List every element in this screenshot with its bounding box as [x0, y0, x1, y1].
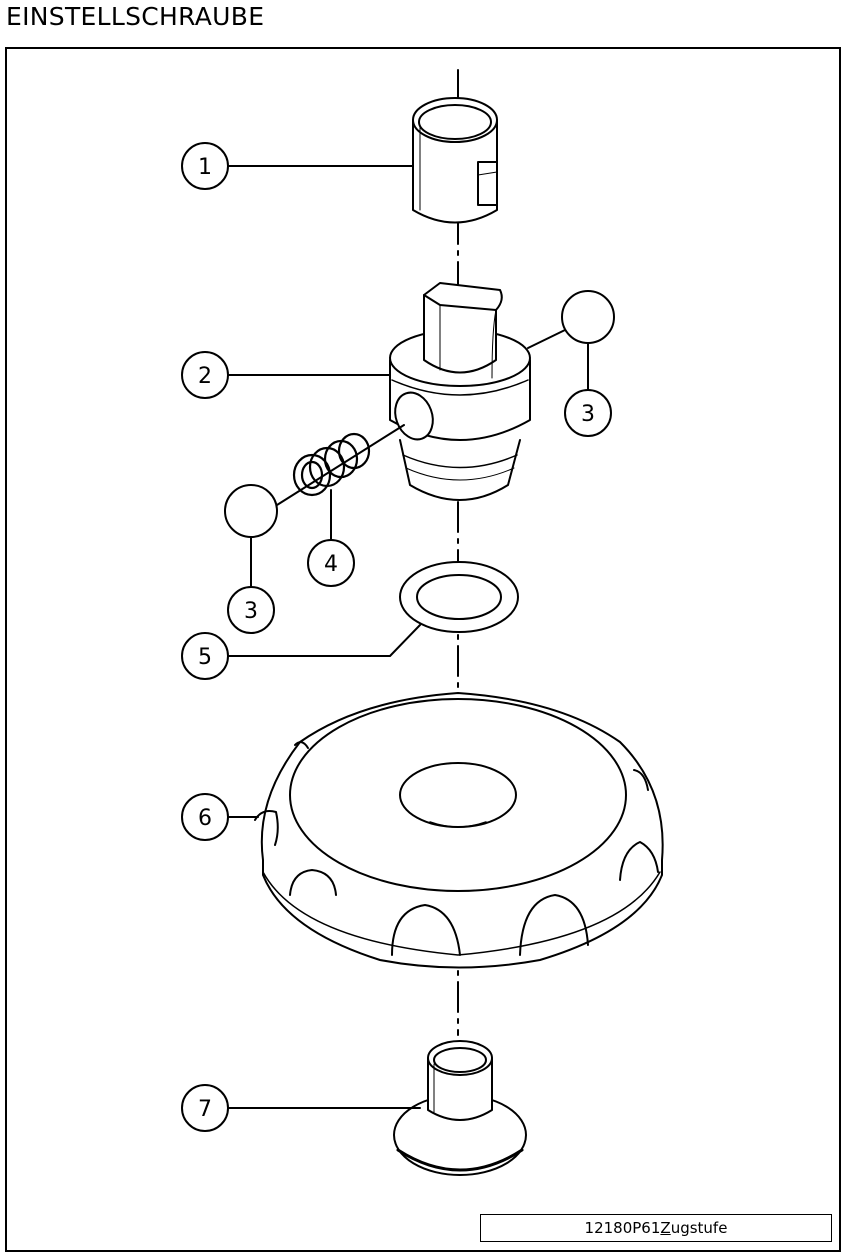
page-title: EINSTELLSCHRAUBE — [6, 2, 265, 31]
leader-5 — [228, 624, 421, 657]
svg-text:6: 6 — [198, 806, 212, 831]
svg-text:4: 4 — [324, 552, 338, 577]
leader-lines — [228, 165, 589, 1109]
part-4-spring — [292, 432, 371, 497]
reference-prefix: 12180P61 — [584, 1219, 661, 1237]
callout-5: 5 — [181, 632, 229, 680]
callout-3-upper: 3 — [564, 389, 612, 437]
leader-ball-to-hole — [276, 424, 405, 506]
part-3-ball-upper — [561, 290, 615, 344]
part-7-screw — [393, 1040, 527, 1176]
drawing-reference-box: 12180P61Zugstufe — [480, 1214, 832, 1242]
callout-7: 7 — [181, 1084, 229, 1132]
svg-text:7: 7 — [198, 1097, 212, 1122]
callout-3-lower: 3 — [227, 586, 275, 634]
callout-2: 2 — [181, 351, 229, 399]
callout-1: 1 — [181, 142, 229, 190]
svg-text:3: 3 — [244, 599, 258, 624]
reference-underlined-letter: Z — [660, 1219, 671, 1237]
part-6-knob — [254, 692, 664, 969]
part-2-valve-body — [389, 282, 531, 501]
part-3-ball-lower — [224, 484, 278, 538]
part-5-o-ring — [399, 561, 519, 633]
reference-suffix: ugstufe — [670, 1219, 728, 1237]
part-1-cap — [412, 97, 498, 224]
svg-text:1: 1 — [198, 155, 212, 180]
callout-4: 4 — [307, 539, 355, 587]
svg-text:3: 3 — [581, 402, 595, 427]
svg-text:2: 2 — [198, 364, 212, 389]
diagram-frame — [5, 47, 841, 1252]
leader-3a-top — [527, 329, 566, 349]
svg-text:5: 5 — [198, 645, 212, 670]
callout-6: 6 — [181, 793, 229, 841]
